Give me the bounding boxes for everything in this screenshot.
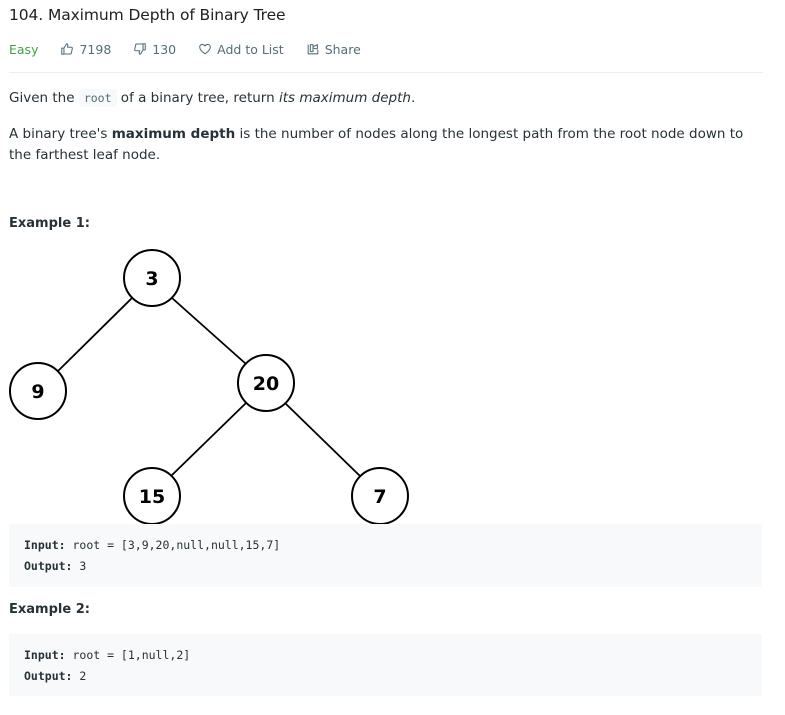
description-paragraph-1: Given the root of a binary tree, return … xyxy=(9,89,416,107)
output-line: Output: 3 xyxy=(24,559,87,573)
output-line: Output: 2 xyxy=(24,669,87,683)
example-1-heading: Example 1: xyxy=(9,216,90,231)
tree-edge xyxy=(170,402,247,477)
input-line: Input: root = [1,null,2] xyxy=(24,648,191,662)
description-paragraph-2: A binary tree's maximum depth is the num… xyxy=(9,126,744,163)
inline-code-root: root xyxy=(78,89,117,107)
tree-node: 3 xyxy=(123,249,181,307)
share-label: Share xyxy=(324,41,361,57)
like-button[interactable]: 7198 xyxy=(60,42,111,57)
like-count: 7198 xyxy=(79,41,112,57)
dislike-button[interactable]: 130 xyxy=(133,42,176,57)
node-label: 7 xyxy=(373,486,386,508)
node-label: 3 xyxy=(145,268,158,290)
tree-edge xyxy=(57,297,133,372)
problem-meta-bar: Easy 7198 130 Add to List Share xyxy=(9,40,383,58)
node-label: 15 xyxy=(139,486,165,508)
difficulty-badge: Easy xyxy=(9,41,39,57)
tree-node: 7 xyxy=(351,467,409,525)
tree-node: 20 xyxy=(237,354,295,412)
binary-tree-diagram: 3 9 20 15 7 xyxy=(9,249,409,525)
divider xyxy=(9,72,763,73)
add-to-list-label: Add to List xyxy=(217,41,284,57)
example-2-code-block: Input: root = [1,null,2] Output: 2 xyxy=(9,634,762,696)
tree-edge xyxy=(171,297,247,365)
share-button[interactable]: Share xyxy=(306,42,361,57)
heart-icon xyxy=(199,43,211,55)
tree-node: 15 xyxy=(123,467,181,525)
thumbs-down-icon xyxy=(134,43,147,55)
dislike-count: 130 xyxy=(152,41,177,57)
share-icon xyxy=(307,44,319,55)
bold-term: maximum depth xyxy=(111,126,236,142)
problem-title: 104. Maximum Depth of Binary Tree xyxy=(9,6,286,24)
tree-edge xyxy=(284,402,361,477)
thumbs-up-icon xyxy=(61,43,74,55)
node-label: 9 xyxy=(31,381,44,403)
input-line: Input: root = [3,9,20,null,null,15,7] xyxy=(24,538,281,552)
tree-node: 9 xyxy=(9,362,67,420)
example-1-code-block: Input: root = [3,9,20,null,null,15,7] Ou… xyxy=(9,524,762,587)
add-to-list-button[interactable]: Add to List xyxy=(198,42,284,57)
emphasis-text: its maximum depth xyxy=(278,90,411,106)
node-label: 20 xyxy=(253,373,279,395)
example-2-heading: Example 2: xyxy=(9,602,90,617)
